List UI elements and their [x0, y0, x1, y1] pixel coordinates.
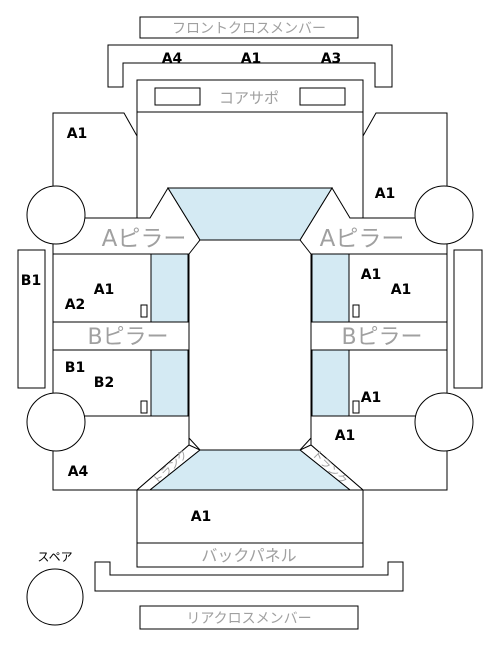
back-panel-box[interactable] — [136, 542, 364, 568]
left-side-sill[interactable] — [17, 249, 46, 389]
right-rear-door-handle — [352, 400, 360, 414]
left-side-sill-grade: B1 — [21, 273, 41, 289]
left-b-pillar-label: Bピラー — [87, 325, 168, 350]
core-support-left-opening — [154, 87, 201, 106]
right-front-door-grade-b: A1 — [391, 282, 412, 298]
back-panel-label: バックパネル — [201, 546, 296, 565]
left-rear-wheel[interactable] — [26, 392, 86, 452]
right-front-door-grade-a: A1 — [361, 267, 382, 283]
roof[interactable] — [188, 239, 312, 451]
right-front-wheel[interactable] — [414, 185, 474, 245]
trunk-lid-grade: A1 — [191, 509, 212, 525]
left-rear-quarter-grade: A4 — [68, 464, 89, 480]
left-front-door-handle — [140, 304, 148, 318]
left-front-window[interactable] — [150, 253, 189, 323]
left-rear-window[interactable] — [150, 349, 189, 417]
left-front-fender-grade: A1 — [67, 126, 88, 142]
right-rear-wheel[interactable] — [414, 392, 474, 452]
left-front-door-grade-a: A1 — [94, 282, 115, 298]
left-front-wheel[interactable] — [26, 185, 86, 245]
core-support-right-opening — [299, 87, 346, 106]
left-front-door-grade-b: A2 — [65, 297, 86, 313]
right-side-sill[interactable] — [453, 249, 483, 389]
left-rear-door-handle — [140, 400, 148, 414]
right-a-pillar-label: Aピラー — [320, 226, 405, 252]
right-b-pillar[interactable] — [308, 321, 448, 351]
right-b-pillar-label: Bピラー — [341, 325, 422, 350]
front-bumper-grade-right: A3 — [321, 51, 342, 67]
trunk-lid[interactable] — [136, 489, 364, 544]
spare-tire[interactable] — [26, 568, 84, 626]
rear-bumper-outline[interactable] — [94, 561, 404, 592]
right-front-fender-grade: A1 — [375, 186, 396, 202]
left-a-pillar-label: Aピラー — [102, 226, 187, 252]
core-support-label: コアサポ — [219, 89, 279, 107]
spare-label: スペア — [37, 550, 72, 564]
front-bumper-grade-left: A4 — [162, 51, 183, 67]
left-rear-door-grade-b: B2 — [94, 375, 114, 391]
front-bumper-outline[interactable] — [107, 44, 393, 88]
front-bumper-grade-center: A1 — [241, 51, 262, 67]
right-rear-window[interactable] — [311, 349, 350, 417]
front-cross-member-label: フロントクロスメンバー — [172, 21, 326, 37]
right-rear-door-grade: A1 — [361, 390, 382, 406]
right-rear-quarter-grade: A1 — [335, 428, 356, 444]
right-front-window[interactable] — [311, 253, 350, 323]
right-front-door-handle — [352, 304, 360, 318]
left-rear-door-grade-a: B1 — [65, 360, 85, 376]
rear-cross-member-box[interactable] — [139, 605, 359, 630]
front-cross-member-box[interactable] — [139, 16, 359, 39]
rear-cross-member-label: リアクロスメンバー — [186, 611, 311, 627]
